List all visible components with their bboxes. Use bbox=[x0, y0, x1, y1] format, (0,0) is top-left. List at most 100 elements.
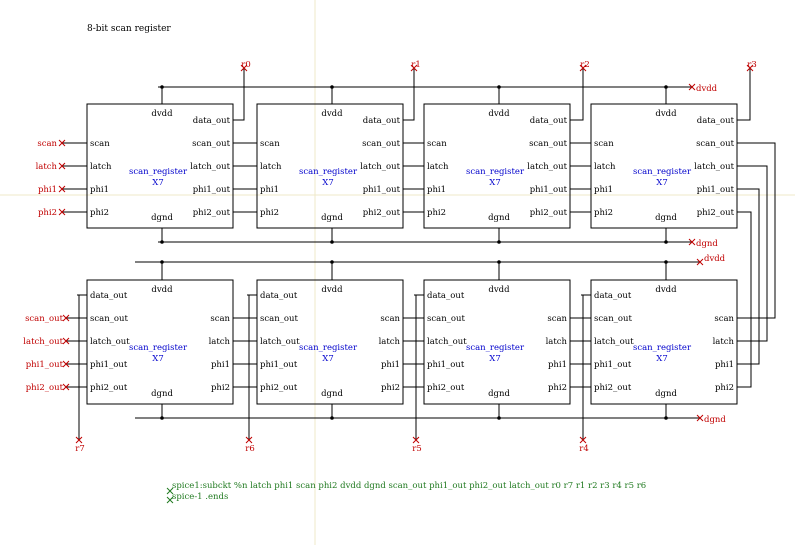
right-pin-label: phi2 bbox=[548, 383, 567, 393]
left-pin-label: phi1 bbox=[427, 185, 446, 195]
left-pin-label: phi2 bbox=[594, 208, 613, 218]
left-pin-label: data_out bbox=[90, 291, 128, 301]
left-pin-label: phi1 bbox=[260, 185, 279, 195]
right-pin-label: scan_out bbox=[696, 139, 735, 149]
output-port-label: scan_out bbox=[25, 314, 64, 324]
spice-marker-icon bbox=[166, 487, 174, 504]
wires bbox=[62, 68, 776, 440]
bottom-output-x-icon bbox=[75, 436, 83, 444]
data-out-wire bbox=[243, 68, 245, 121]
right-pin-label: phi1_out bbox=[530, 185, 568, 195]
block-name-label: scan_register bbox=[129, 167, 188, 177]
right-pin-label: scan bbox=[210, 314, 230, 324]
data-out-wire bbox=[580, 68, 584, 121]
blocks: dvdddgndscan_registerX7scanlatchphi1phi2… bbox=[86, 103, 738, 405]
left-pin-label: data_out bbox=[594, 291, 632, 301]
block-instance-label: X7 bbox=[656, 178, 667, 188]
dgnd-pin-label: dgnd bbox=[151, 213, 173, 223]
supply-x-icon bbox=[688, 238, 696, 246]
loop-wire bbox=[747, 165, 768, 342]
output-port-label: latch_out bbox=[23, 337, 63, 347]
supply-x-icon bbox=[696, 258, 704, 266]
left-pin-label: phi2 bbox=[260, 208, 279, 218]
left-pin-label: phi2_out bbox=[90, 383, 128, 393]
block-name-label: scan_register bbox=[633, 167, 692, 177]
block-instance-label: X7 bbox=[152, 354, 163, 364]
block-name-label: scan_register bbox=[466, 343, 525, 353]
left-pin-label: phi1 bbox=[90, 185, 109, 195]
data-out-wire bbox=[413, 68, 415, 121]
output-port-x-icon bbox=[62, 337, 70, 345]
bottom-block-0 bbox=[86, 279, 234, 405]
left-pin-label: phi1_out bbox=[90, 360, 128, 370]
left-pin-label: data_out bbox=[260, 291, 298, 301]
dvdd-pin-label: dvdd bbox=[655, 285, 677, 295]
left-pin-label: latch_out bbox=[594, 337, 634, 347]
input-port-x-icon bbox=[58, 139, 66, 147]
right-pin-label: scan bbox=[380, 314, 400, 324]
data-out-wire bbox=[581, 294, 584, 440]
block-name-label: scan_register bbox=[129, 343, 188, 353]
left-pin-label: scan bbox=[260, 139, 280, 149]
right-pin-label: phi1 bbox=[715, 360, 734, 370]
right-pin-label: phi2 bbox=[381, 383, 400, 393]
data-out-wire bbox=[247, 294, 250, 440]
top-block-2 bbox=[423, 103, 571, 229]
left-pin-label: latch bbox=[427, 162, 449, 172]
dgnd-pin-label: dgnd bbox=[321, 389, 343, 399]
left-pin-label: latch_out bbox=[427, 337, 467, 347]
right-pin-label: scan_out bbox=[529, 139, 568, 149]
dvdd-pin-label: dvdd bbox=[151, 285, 173, 295]
top-output-label: r0 bbox=[241, 60, 250, 70]
dgnd-pin-label: dgnd bbox=[655, 213, 677, 223]
dvdd-pin-label: dvdd bbox=[488, 285, 510, 295]
output-port-label: phi2_out bbox=[26, 383, 64, 393]
left-pin-label: phi2 bbox=[427, 208, 446, 218]
dgnd-port-label: dgnd bbox=[696, 239, 718, 249]
left-pin-label: phi2_out bbox=[594, 383, 632, 393]
dgnd-pin-label: dgnd bbox=[655, 389, 677, 399]
dgnd-pin-label: dgnd bbox=[151, 389, 173, 399]
block-instance-label: X7 bbox=[489, 178, 500, 188]
right-pin-label: scan bbox=[714, 314, 734, 324]
input-port-label: scan bbox=[37, 139, 57, 149]
bottom-output-label: r5 bbox=[412, 444, 421, 454]
bottom-block-2 bbox=[423, 279, 571, 405]
right-pin-label: data_out bbox=[697, 116, 735, 126]
top-output-x-icon bbox=[240, 64, 248, 72]
left-pin-label: latch bbox=[594, 162, 616, 172]
dgnd-pin-label: dgnd bbox=[321, 213, 343, 223]
right-pin-label: scan_out bbox=[192, 139, 231, 149]
block-name-label: scan_register bbox=[299, 343, 358, 353]
dgnd-port-label: dgnd bbox=[704, 415, 726, 425]
dvdd-pin-label: dvdd bbox=[321, 285, 343, 295]
right-pin-label: latch bbox=[379, 337, 401, 347]
right-pin-label: data_out bbox=[363, 116, 401, 126]
supply-x-icon bbox=[696, 414, 704, 422]
input-port-x-icon bbox=[58, 185, 66, 193]
bottom-output-label: r7 bbox=[75, 444, 84, 454]
input-port-label: phi1 bbox=[38, 185, 57, 195]
left-pin-label: latch_out bbox=[260, 337, 300, 347]
right-pin-label: latch bbox=[546, 337, 568, 347]
block-instance-label: X7 bbox=[322, 178, 333, 188]
left-pin-label: scan_out bbox=[427, 314, 466, 324]
block-name-label: scan_register bbox=[299, 167, 358, 177]
supply-x-icon bbox=[688, 83, 696, 91]
top-block-3 bbox=[590, 103, 738, 229]
top-output-x-icon bbox=[579, 64, 587, 72]
left-pin-label: phi1_out bbox=[260, 360, 298, 370]
ports: scan latch phi1 phi2 scan_out latch_out phi1_o… bbox=[23, 60, 756, 454]
right-pin-label: data_out bbox=[193, 116, 231, 126]
block-instance-label: X7 bbox=[152, 178, 163, 188]
right-pin-label: phi2 bbox=[211, 383, 230, 393]
output-port-x-icon bbox=[62, 383, 70, 391]
spice-directive: spice1:subckt %n latch phi1 scan phi2 dv… bbox=[166, 481, 646, 504]
bottom-block-3 bbox=[590, 279, 738, 405]
right-pin-label: phi1 bbox=[381, 360, 400, 370]
block-instance-label: X7 bbox=[489, 354, 500, 364]
right-pin-label: phi1_out bbox=[697, 185, 735, 195]
spice-line-2: spice-1 .ends bbox=[172, 492, 228, 502]
dvdd-pin-label: dvdd bbox=[151, 109, 173, 119]
